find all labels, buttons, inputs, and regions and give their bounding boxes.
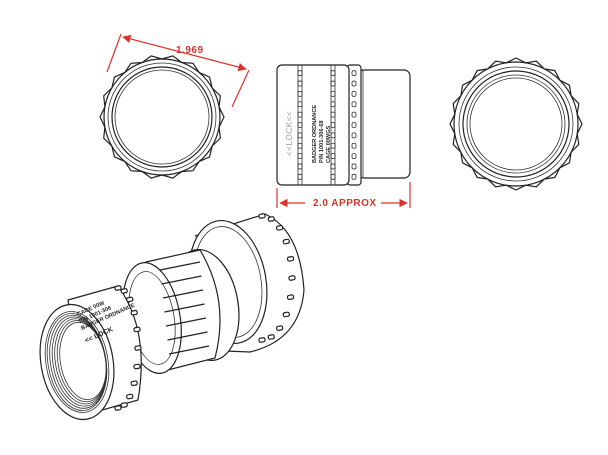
knurl-bump xyxy=(267,216,275,222)
knurl-bump xyxy=(130,309,138,316)
knurl-ridge xyxy=(330,163,336,170)
collet-slot xyxy=(162,289,204,299)
knurl-bump xyxy=(282,238,290,245)
knurl-profile xyxy=(449,57,583,191)
knurl-bump xyxy=(286,255,295,262)
length-label: 2.0 APPROX xyxy=(313,198,377,209)
knurl-ridge xyxy=(351,163,357,170)
collet-slot xyxy=(164,303,205,313)
lock-ring-iso-knurling xyxy=(114,285,142,411)
side-lock-label: <<LOCK<< xyxy=(285,111,294,156)
knurl-bump xyxy=(258,337,266,343)
knurl-ridge xyxy=(297,122,303,128)
knurl-profile xyxy=(99,55,225,179)
knurl-ridge xyxy=(297,153,303,159)
knurl-ridge xyxy=(351,111,357,118)
internal-threads xyxy=(46,313,108,411)
knurl-ridge xyxy=(330,122,336,128)
rear-bore-inner xyxy=(469,77,563,171)
knurl-ridge xyxy=(351,142,357,149)
knurl-ridge xyxy=(351,173,357,180)
knurl-ridge xyxy=(351,91,357,97)
collet-slots xyxy=(159,261,210,355)
thread-line xyxy=(59,321,107,400)
knurl-ridge xyxy=(297,91,303,97)
knurl-bump xyxy=(114,405,122,411)
knurl-bump xyxy=(267,334,275,340)
knurl-ridge xyxy=(297,111,303,118)
knurl-ridge xyxy=(351,132,357,139)
side-marking-line-3: CAGE 00WGS xyxy=(326,125,332,163)
collet-slot xyxy=(165,317,207,327)
knurl-ridge xyxy=(297,173,303,180)
knurl-bump xyxy=(114,285,122,291)
collar-knurling xyxy=(351,70,357,180)
rear-knurled-edge xyxy=(449,57,583,191)
knurl-ridge xyxy=(330,80,336,87)
extension-line-left xyxy=(106,33,122,73)
length-dimension: 2.0 APPROX xyxy=(276,182,411,209)
knurl-ridge xyxy=(330,101,336,108)
knurl-ridge xyxy=(330,111,336,118)
knurl-ridge xyxy=(330,91,336,97)
collet-slot xyxy=(167,331,208,341)
knurl-ridge xyxy=(351,80,357,87)
diameter-label: 1.969 xyxy=(176,45,204,56)
extension-line-right xyxy=(231,69,250,108)
knurl-ridge xyxy=(330,132,336,139)
lock-ring-knurling xyxy=(297,70,336,180)
knurl-bump xyxy=(133,326,141,333)
collet-slot xyxy=(159,261,201,271)
knurl-ridge xyxy=(330,173,336,180)
collet-slot xyxy=(168,345,210,355)
knurl-ridge xyxy=(330,70,336,77)
side-marking-line-1: BADGER ORDNANCE xyxy=(312,105,318,163)
collet-slot xyxy=(161,275,202,285)
knurl-ridge xyxy=(351,70,357,77)
diameter-dimension-line xyxy=(122,34,247,72)
rear-view-ring xyxy=(449,57,583,191)
diameter-dimension: 1.969 xyxy=(106,33,250,108)
knurl-bump xyxy=(126,393,134,400)
rear-iso-knurling xyxy=(258,213,296,343)
knurl-ridge xyxy=(351,153,357,159)
length-label-backing xyxy=(305,195,381,209)
knurl-ridge xyxy=(297,163,303,170)
knurl-bump xyxy=(120,402,128,408)
knurl-ridge xyxy=(330,153,336,159)
knurl-ridge xyxy=(330,142,336,149)
rear-rim-edge xyxy=(458,66,574,182)
knurl-ridge xyxy=(351,101,357,108)
knurl-bump xyxy=(258,213,266,219)
front-view-ring xyxy=(99,55,225,179)
rear-body xyxy=(357,69,411,179)
lock-ring-face-inner xyxy=(44,311,110,413)
knurl-bump xyxy=(126,296,134,303)
rear-outer-rim xyxy=(453,61,579,187)
knurl-ridge xyxy=(297,101,303,108)
knurl-ridge xyxy=(297,80,303,87)
knurl-bump xyxy=(288,275,296,281)
exploded-collet xyxy=(122,248,240,374)
knurl-bump xyxy=(282,311,290,318)
knurl-ridge xyxy=(297,142,303,149)
knurl-bump xyxy=(133,363,141,370)
knurl-bump xyxy=(120,288,128,294)
knurl-ridge xyxy=(351,122,357,128)
knurl-bump xyxy=(286,294,295,301)
knurl-ridge xyxy=(297,70,303,77)
rear-bore-outer xyxy=(462,70,570,178)
knurl-bump xyxy=(130,380,138,387)
side-marking-line-2: P/N 1001-306-68 xyxy=(319,120,325,163)
rear-bore-mid xyxy=(466,74,566,174)
knurl-bump xyxy=(134,345,142,351)
knurl-ridge xyxy=(297,132,303,139)
knurl-bump xyxy=(275,224,284,231)
side-view-assembly: <<LOCK<< BADGER ORDNANCE P/N 1001-306-68… xyxy=(276,64,411,186)
knurled-outer-edge xyxy=(99,55,225,179)
exploded-lock-ring: << LOCK BADGER ORDNANCE P/N 1001-306 CAG… xyxy=(39,285,142,421)
knurl-bump xyxy=(275,325,284,332)
